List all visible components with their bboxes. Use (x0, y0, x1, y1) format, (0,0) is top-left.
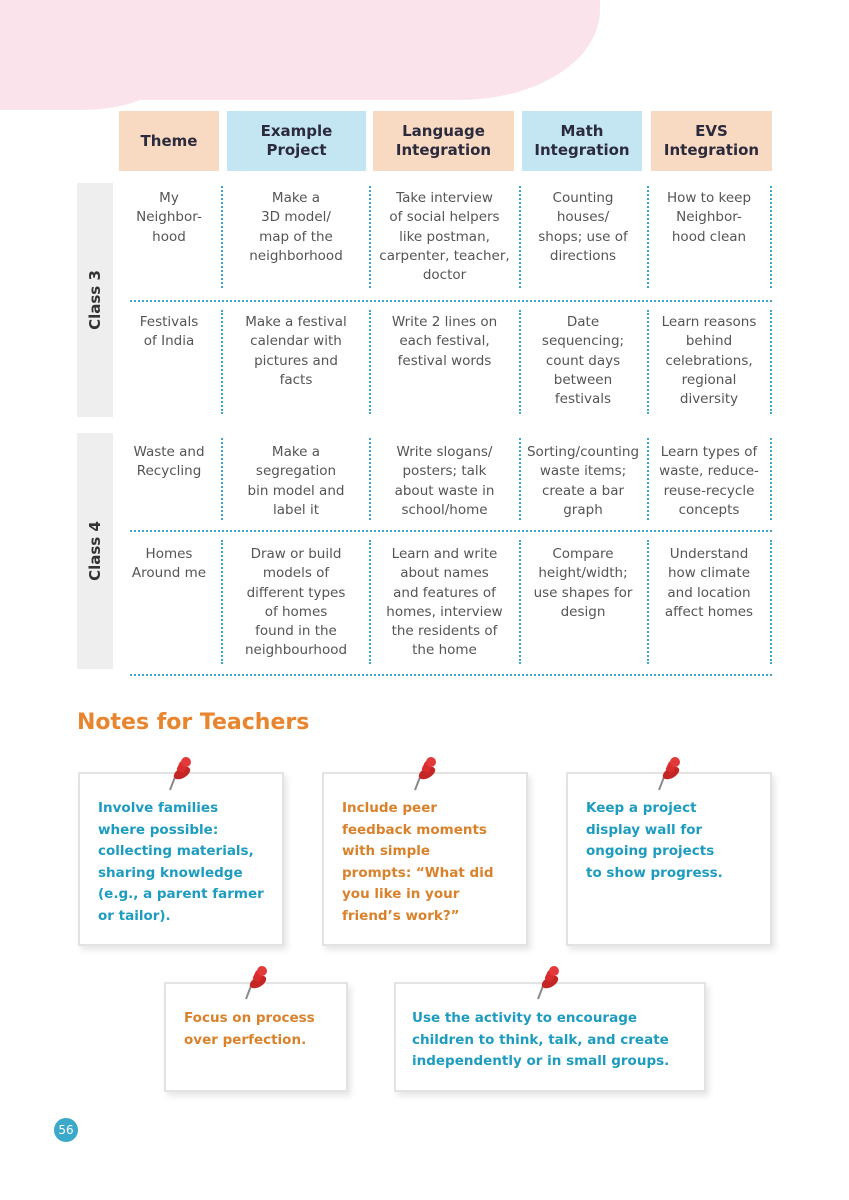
note-text: Use the activity to encourage children t… (412, 1010, 670, 1069)
note-card: Focus on process over perfection. (164, 982, 348, 1092)
class-4-label: Class 4 (77, 433, 113, 669)
note-card: Keep a project display wall for ongoing … (566, 772, 772, 946)
table-cell: Homes Around me (131, 546, 207, 582)
class-3-label: Class 3 (77, 183, 113, 417)
decorative-top-banner (0, 0, 600, 110)
note-text: Keep a project display wall for ongoing … (586, 800, 723, 881)
column-divider (770, 310, 772, 414)
table-cell: Understand how climate and location affe… (664, 546, 754, 620)
row-divider (130, 530, 772, 532)
column-divider (770, 540, 772, 664)
pushpin-icon (169, 757, 191, 791)
pushpin-icon (537, 966, 559, 1000)
table-cell: Write 2 lines on each festival, festival… (391, 314, 498, 369)
column-divider (519, 438, 521, 520)
note-card: Involve families where possible: collect… (78, 772, 284, 946)
pushpin-icon (658, 757, 680, 791)
table-cell: Compare height/width; use shapes for des… (533, 546, 633, 620)
note-text: Focus on process over perfection. (184, 1010, 315, 1048)
table-cell: Write slogans/ posters; talk about waste… (394, 444, 495, 518)
row-divider (130, 674, 772, 676)
column-divider (221, 438, 223, 520)
table-cell: Learn and write about names and features… (386, 546, 503, 659)
header-language-integration: Language Integration (373, 111, 514, 171)
column-divider (369, 310, 371, 414)
column-divider (519, 186, 521, 288)
table-cell: Make a 3D model/ map of the neighborhood (249, 190, 343, 264)
column-divider (221, 540, 223, 664)
table-cell: Take interview of social helpers like po… (379, 190, 510, 284)
column-divider (647, 310, 649, 414)
note-text: Include peer feedback moments with simpl… (342, 800, 494, 924)
table-cell: Date sequencing; count days between fest… (541, 314, 625, 408)
table-cell: Waste and Recycling (133, 444, 205, 480)
table-cell: Festivals of India (139, 314, 199, 350)
header-evs-integration: EVS Integration (651, 111, 772, 171)
pushpin-icon (245, 966, 267, 1000)
column-divider (519, 540, 521, 664)
table-cell: Make a segregation bin model and label i… (247, 444, 345, 518)
pushpin-icon (414, 757, 436, 791)
table-cell: Counting houses/ shops; use of direction… (538, 190, 628, 264)
column-divider (647, 438, 649, 520)
table-cell: Draw or build models of different types … (244, 546, 348, 659)
column-divider (221, 310, 223, 414)
header-theme: Theme (119, 111, 219, 171)
notes-title: Notes for Teachers (77, 710, 310, 735)
header-math-integration: Math Integration (522, 111, 642, 171)
column-divider (647, 186, 649, 288)
header-example-project: Example Project (227, 111, 366, 171)
table-cell: Sorting/counting waste items; create a b… (526, 444, 640, 518)
note-text: Involve families where possible: collect… (98, 800, 264, 924)
note-card: Include peer feedback moments with simpl… (322, 772, 528, 946)
table-cell: How to keep Neighbor- hood clean (666, 190, 752, 245)
column-divider (369, 438, 371, 520)
table-cell: Learn types of waste, reduce- reuse-recy… (659, 444, 759, 518)
column-divider (770, 438, 772, 520)
column-divider (369, 540, 371, 664)
column-divider (369, 186, 371, 288)
table-cell: Make a festival calendar with pictures a… (245, 314, 347, 388)
column-divider (647, 540, 649, 664)
column-divider (519, 310, 521, 414)
table-cell: My Neighbor- hood (136, 190, 202, 245)
row-divider (130, 300, 772, 302)
column-divider (770, 186, 772, 288)
note-card: Use the activity to encourage children t… (394, 982, 706, 1092)
page-number: 56 (54, 1118, 78, 1142)
table-cell: Learn reasons behind celebrations, regio… (661, 314, 757, 408)
column-divider (221, 186, 223, 288)
